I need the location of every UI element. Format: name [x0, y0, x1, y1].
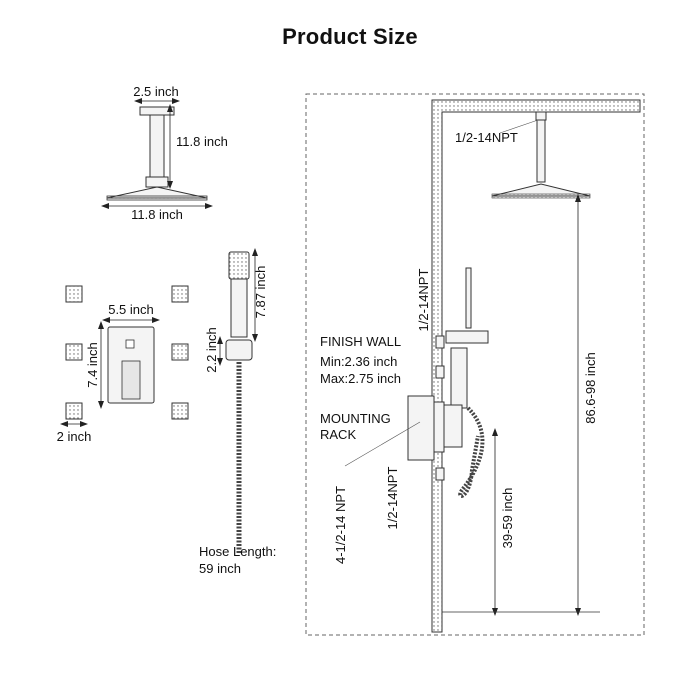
lower-outlet [435, 467, 445, 481]
jet-size-label: 2 inch [57, 429, 92, 444]
upper-outlet [435, 335, 445, 349]
handle-length-label: 7.87 inch [253, 266, 268, 319]
head-height-label: 86.6-98 inch [583, 352, 598, 424]
ceiling-arm [536, 119, 546, 183]
page-title: Product Size [282, 24, 418, 49]
body-jets-drawing: 5.5 inch 7.4 inch 2 inch [57, 285, 189, 444]
arm-length-label: 11.8 inch [176, 134, 228, 149]
finish-wall-label: FINISH WALL [320, 334, 401, 349]
installed-hose [458, 406, 485, 498]
slide-bar [465, 267, 472, 329]
valve-body [407, 395, 435, 461]
supply-elbow [445, 330, 489, 344]
head-width-label: 11.8 inch [131, 207, 183, 222]
hand-shower-spray-face [228, 251, 250, 280]
diverter-knob [125, 339, 135, 349]
hose-length-label: Hose Length: [199, 544, 276, 559]
ceiling-outlet [535, 111, 547, 121]
installation-frame [305, 93, 645, 636]
shower-head-face [106, 195, 208, 201]
hand-shower-drawing: 7.87 inch 2.2 inch Hose Length: 59 inch [199, 248, 276, 576]
rack-thread-label: 4-1/2-14 NPT [333, 486, 348, 564]
arm-joint [145, 176, 169, 188]
wall [431, 99, 641, 633]
shower-arm [149, 114, 165, 178]
top-thread-label: 1/2-14NPT [455, 130, 518, 145]
finish-wall-outlet [435, 365, 445, 379]
shower-head-drawing: 2.5 inch 11.8 inch 11.8 inch [101, 84, 228, 222]
holder-height-label: 2.2 inch [204, 327, 219, 373]
valve-height-installed-label: 39-59 inch [500, 488, 515, 549]
arm-width-label: 2.5 inch [133, 84, 179, 99]
valve-width-label: 5.5 inch [108, 302, 154, 317]
bottom-thread-label: 1/2-14NPT [385, 467, 400, 530]
mounting-rack-label-line1: MOUNTING [320, 411, 391, 426]
installation-drawing: 1/2-14NPT 86.6-98 inch 1/2-14NPT FINISH … [305, 93, 645, 636]
hand-shower-installed [450, 347, 468, 409]
hose-length-value: 59 inch [199, 561, 241, 576]
ceiling-flange [139, 106, 175, 116]
hand-shower-handle [230, 278, 248, 338]
valve-cartridge [433, 401, 445, 453]
mid-thread-label: 1/2-14NPT [416, 269, 431, 332]
valve-handle [121, 360, 141, 400]
valve-height-label: 7.4 inch [85, 342, 100, 388]
finish-wall-min: Min:2.36 inch [320, 354, 397, 369]
mounting-rack-label-line2: RACK [320, 427, 356, 442]
valve-trim-installed [443, 404, 463, 448]
hand-shower-holder [225, 339, 253, 361]
body-jet [65, 285, 189, 420]
finish-wall-max: Max:2.75 inch [320, 371, 401, 386]
